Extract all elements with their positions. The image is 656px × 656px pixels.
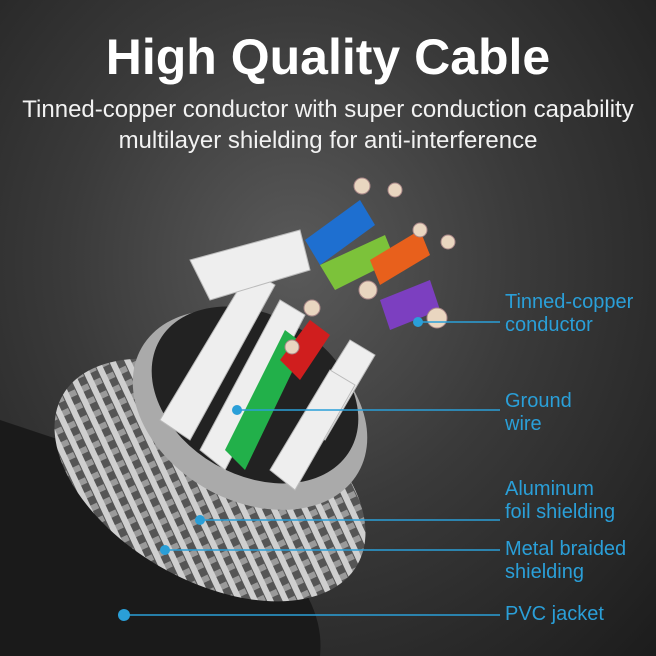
label-line: Ground xyxy=(505,390,572,412)
subtitle-line-1: Tinned-copper conductor with super condu… xyxy=(22,96,634,123)
foil-marker xyxy=(195,515,205,525)
label-line: Metal braided xyxy=(505,538,627,560)
label-ground-wire: Ground wire xyxy=(505,390,572,436)
subtitle-line-2: multilayer shielding for anti-interferen… xyxy=(118,127,538,154)
label-line: conductor xyxy=(505,314,593,336)
label-braided-shielding: Metal braided shielding xyxy=(505,538,626,584)
braid-marker xyxy=(160,545,170,555)
label-pvc-jacket: PVC jacket xyxy=(505,603,604,626)
label-line: shielding xyxy=(505,561,584,583)
label-foil-shielding: Aluminum foil shielding xyxy=(505,478,615,524)
label-line: wire xyxy=(505,413,542,435)
label-line: PVC jacket xyxy=(505,603,604,625)
page-title: High Quality Cable xyxy=(105,29,551,85)
label-line: foil shielding xyxy=(505,501,616,523)
ground-marker xyxy=(232,405,242,415)
label-conductor: Tinned-copper conductor xyxy=(505,291,633,337)
conductor-marker xyxy=(413,317,423,327)
jacket-marker xyxy=(118,609,130,621)
label-line: Tinned-copper xyxy=(505,291,634,313)
label-line: Aluminum xyxy=(505,478,594,500)
